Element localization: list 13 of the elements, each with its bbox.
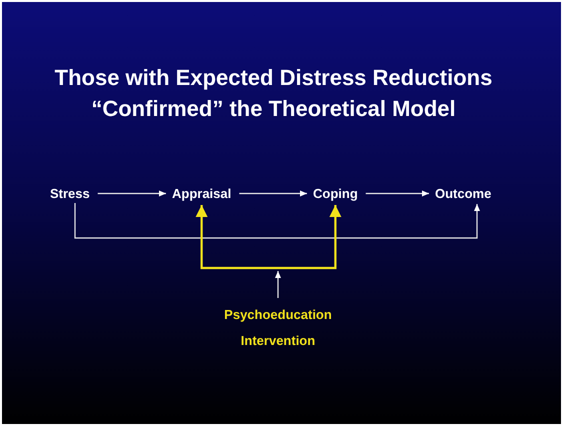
concept-label: Outcome: [435, 186, 492, 201]
concept-label: Coping: [313, 186, 358, 201]
arrow: [98, 190, 166, 196]
bracket-arrow: [278, 205, 342, 270]
concept-label: Appraisal: [172, 186, 232, 201]
slide-title: Those with Expected Distress Reductions “Confirmed” the Theoretical Model: [54, 64, 494, 123]
intervention-label: Psychoeducation Intervention: [218, 302, 338, 354]
bracket-arrow: [196, 205, 278, 270]
concept-label: Stress: [50, 186, 90, 201]
arrow: [239, 190, 307, 196]
bracket-arrow: [74, 203, 480, 239]
arrow: [275, 271, 281, 298]
arrow: [366, 190, 429, 196]
